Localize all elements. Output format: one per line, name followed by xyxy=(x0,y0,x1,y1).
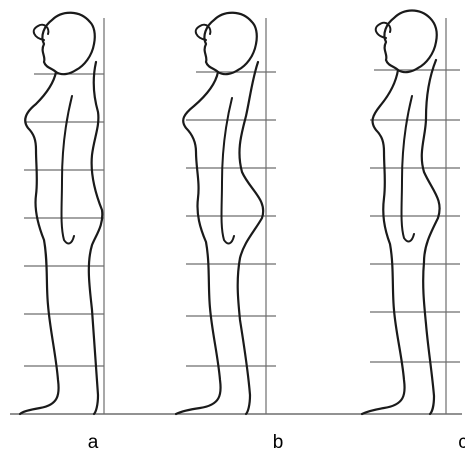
panel-a-head xyxy=(42,13,94,74)
panel-a xyxy=(20,13,104,414)
panel-c-silhouette xyxy=(362,11,440,415)
panel-b-head xyxy=(204,13,256,74)
panel-a-silhouette xyxy=(20,13,102,414)
panel-c-hair-bun xyxy=(376,23,391,38)
panel-a-hair-bun xyxy=(34,25,49,40)
panel-b-front-outline xyxy=(176,72,221,414)
panel-b-hair-bun xyxy=(196,25,211,40)
panel-b-silhouette xyxy=(176,13,263,414)
panel-a-front-outline xyxy=(20,72,59,414)
panel-label-a: a xyxy=(78,432,108,454)
panel-label-b: b xyxy=(263,432,293,454)
panel-c xyxy=(362,11,460,415)
panel-b-back-outline xyxy=(238,62,264,414)
panel-c-back-outline xyxy=(422,60,440,414)
panel-c-arm xyxy=(402,96,415,241)
panel-b xyxy=(176,13,276,414)
panel-a-back-outline xyxy=(89,62,102,414)
panel-c-head xyxy=(384,11,436,73)
panel-label-c: c xyxy=(448,432,465,454)
